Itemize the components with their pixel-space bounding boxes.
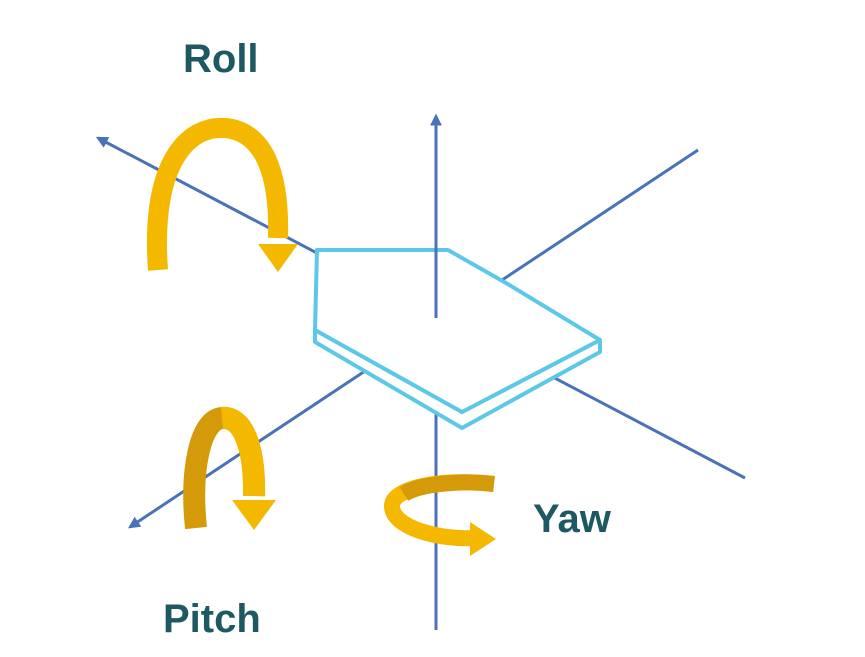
pitch-arrowhead: [232, 500, 276, 530]
aircraft-body: [313, 200, 602, 430]
body-top-face: [313, 248, 602, 414]
yaw-arrow: [383, 474, 496, 556]
yaw-arrow-back: [399, 474, 495, 502]
yaw-label: Yaw: [533, 497, 612, 541]
roll-label: Roll: [183, 37, 259, 81]
pitch-arrow-highlight: [221, 407, 266, 497]
curved-arrow-roll-icon: [147, 117, 289, 271]
yaw-arrowhead: [470, 522, 496, 556]
pitch-label: Pitch: [163, 597, 261, 641]
pitch-arrow: [183, 407, 276, 530]
roll-arrowhead: [258, 244, 298, 272]
roll-arrow: [147, 117, 298, 272]
